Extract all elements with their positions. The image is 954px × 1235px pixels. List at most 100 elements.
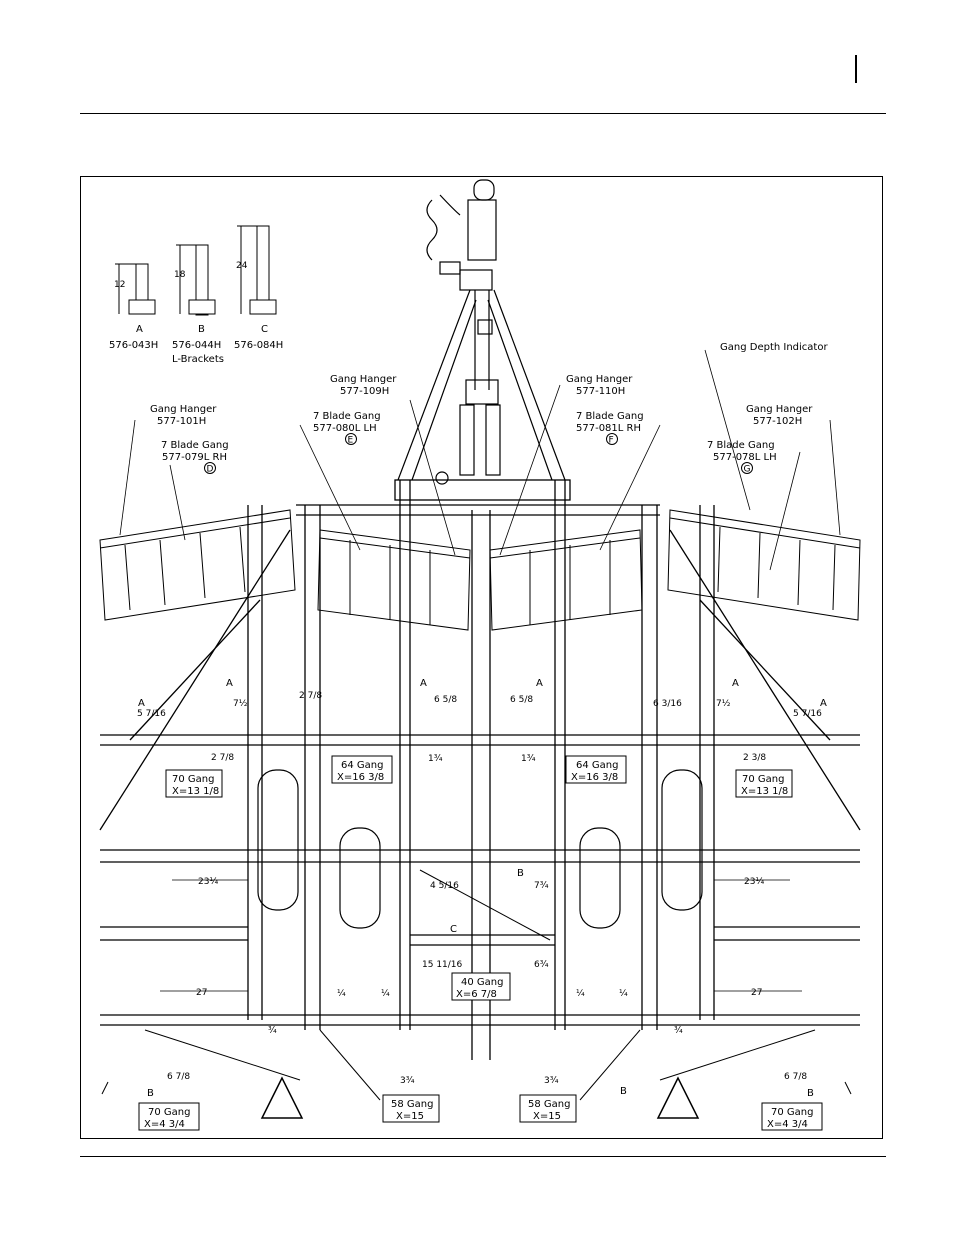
bracket-b-part: 576-044H <box>172 340 221 351</box>
svg-text:70 Gang: 70 Gang <box>771 1107 813 1118</box>
dim-23-right: 23¼ <box>744 877 764 887</box>
bracket-a-part: 576-043H <box>109 340 158 351</box>
wheels <box>257 769 703 929</box>
gang-box-70-lower-left: 70 Gang X=4 3/4 <box>138 1102 200 1131</box>
gang-box-64-right: 64 Gang X=16 3/8 <box>565 755 627 784</box>
callout-hanger-110-title: Gang Hanger <box>566 374 633 385</box>
bracket-caption: L-Brackets <box>172 354 224 365</box>
letter-a-3: A <box>420 678 427 689</box>
dim-quarter-2: ¼ <box>576 989 585 999</box>
callout-gang-f-part: 577-081L RH <box>576 423 641 434</box>
svg-text:X=16 3/8: X=16 3/8 <box>337 772 384 783</box>
svg-text:58 Gang: 58 Gang <box>528 1099 570 1110</box>
letter-a-1: A <box>226 678 233 689</box>
dim-3-a: 3¾ <box>400 1076 415 1086</box>
callout-g-letter: G <box>744 465 751 475</box>
callout-gang-e-part: 577-080L LH <box>313 423 377 434</box>
gang-box-58-left: 58 Gang X=15 <box>382 1094 440 1123</box>
svg-text:X=15: X=15 <box>533 1111 561 1122</box>
callout-d-letter: D <box>207 465 214 475</box>
bracket-a-dim: 12 <box>114 280 125 290</box>
dim-6-58-right: 6 5/8 <box>510 695 533 705</box>
gang-box-70-lower-right: 70 Gang X=4 3/4 <box>761 1102 823 1131</box>
dim-6-58-left: 6 5/8 <box>434 695 457 705</box>
dim-2-small-left: 2 7/8 <box>211 753 234 763</box>
dim-3-b: 3¾ <box>544 1076 559 1086</box>
gang-right-inner <box>489 529 643 631</box>
bracket-c-part: 576-084H <box>234 340 283 351</box>
callout-hanger-110-part: 577-110H <box>576 386 625 397</box>
letter-b-4: B <box>620 1086 627 1097</box>
dim-2-small-right: 2 3/8 <box>743 753 766 763</box>
dim-quarter-3: ¼ <box>337 989 346 999</box>
callout-gang-g-part: 577-078L LH <box>713 452 777 463</box>
callout-g-circle <box>741 462 753 474</box>
dim-5-left: 5 7/16 <box>137 709 166 719</box>
header-rule <box>80 113 886 114</box>
gang-box-58-right: 58 Gang X=15 <box>519 1094 577 1123</box>
svg-text:X=4 3/4: X=4 3/4 <box>144 1119 185 1130</box>
dim-4: 4 5/16 <box>430 881 459 891</box>
letter-b-1: B <box>517 868 524 879</box>
callout-hanger-102-part: 577-102H <box>753 416 802 427</box>
bracket-c-dim: 24 <box>236 261 248 271</box>
hitch-tongue <box>397 179 566 485</box>
dim-27-left: 27 <box>196 988 207 998</box>
dim-1-left: 1¾ <box>428 754 443 764</box>
bracket-b-dim: 18 <box>174 270 186 280</box>
letter-b-2: B <box>147 1088 154 1099</box>
callout-hanger-109-part: 577-109H <box>340 386 389 397</box>
gang-left-outer <box>99 509 296 621</box>
svg-text:X=4 3/4: X=4 3/4 <box>767 1119 808 1130</box>
letter-a-4: A <box>536 678 543 689</box>
dimension-lines <box>160 879 802 992</box>
dim-6-b-left: 6 7/8 <box>167 1072 190 1082</box>
leader-lines <box>119 349 841 571</box>
lower-gangs <box>101 869 852 1119</box>
l-bracket-a <box>115 263 156 315</box>
svg-text:X=6 7/8: X=6 7/8 <box>456 989 497 1000</box>
callout-gang-d-title: 7 Blade Gang <box>161 440 229 451</box>
bracket-a-letter: A <box>136 324 143 335</box>
dim-6-316: 6 3/16 <box>653 699 682 709</box>
dim-quarter-1: ¼ <box>381 989 390 999</box>
callout-f-circle <box>606 433 618 445</box>
callout-depth-indicator: Gang Depth Indicator <box>720 342 828 353</box>
svg-text:X=13 1/8: X=13 1/8 <box>172 786 219 797</box>
gang-box-64-left: 64 Gang X=16 3/8 <box>331 755 393 784</box>
svg-text:X=15: X=15 <box>396 1111 424 1122</box>
letter-a-2: A <box>138 698 145 709</box>
svg-text:70 Gang: 70 Gang <box>742 774 784 785</box>
callout-d-circle <box>204 462 216 474</box>
dim-quarter-4: ¼ <box>619 989 628 999</box>
callout-gang-g-title: 7 Blade Gang <box>707 440 775 451</box>
dim-three-quarter-2: ¾ <box>674 1026 683 1036</box>
dim-7-center: 7¾ <box>534 881 549 891</box>
gang-right-outer <box>667 509 861 621</box>
svg-text:40 Gang: 40 Gang <box>461 977 503 988</box>
callout-hanger-109-title: Gang Hanger <box>330 374 397 385</box>
callout-gang-d-part: 577-079L RH <box>162 452 227 463</box>
callout-hanger-101-title: Gang Hanger <box>150 404 217 415</box>
dim-27-right: 27 <box>751 988 762 998</box>
letter-a-5: A <box>732 678 739 689</box>
gang-left-inner <box>317 529 471 631</box>
svg-text:58 Gang: 58 Gang <box>391 1099 433 1110</box>
dim-23-left: 23¼ <box>198 877 218 887</box>
dim-7-left: 7½ <box>233 699 248 709</box>
dim-5-right: 5 7/16 <box>793 709 822 719</box>
dim-2-left: 2 7/8 <box>299 691 322 701</box>
svg-text:64 Gang: 64 Gang <box>341 760 383 771</box>
gang-box-70-upper-left: 70 Gang X=13 1/8 <box>165 769 223 798</box>
header-tab-marker <box>855 55 857 83</box>
diagram-frame <box>80 176 883 1139</box>
dim-7-right: 7½ <box>716 699 731 709</box>
l-bracket-b <box>176 244 216 316</box>
dim-1-right: 1¾ <box>521 754 536 764</box>
letter-b-3: B <box>807 1088 814 1099</box>
svg-text:70 Gang: 70 Gang <box>172 774 214 785</box>
svg-text:X=16 3/8: X=16 3/8 <box>571 772 618 783</box>
letter-c-1: C <box>450 924 457 935</box>
svg-text:X=13 1/8: X=13 1/8 <box>741 786 788 797</box>
